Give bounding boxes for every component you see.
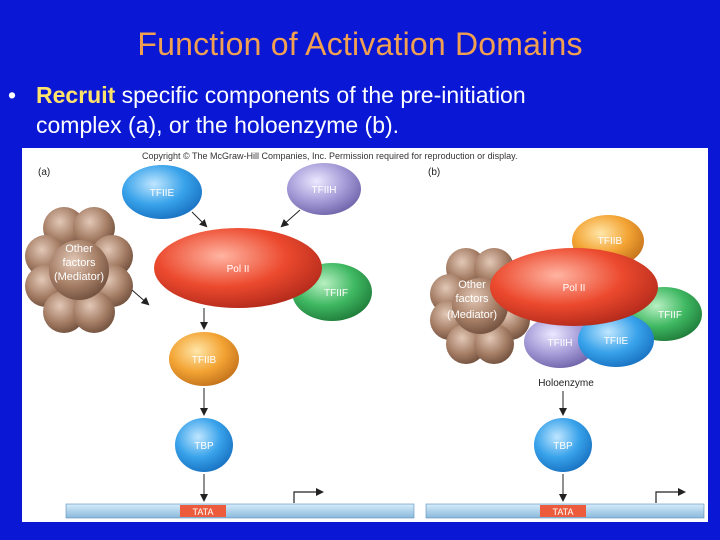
tfiih-subunit-a <box>287 163 361 215</box>
bullet-line-2: complex (a), or the holoenzyme (b). <box>36 112 400 138</box>
tata-label-b: TATA <box>553 507 574 517</box>
tata-box-a <box>180 505 226 517</box>
tbp-subunit-b <box>534 418 592 472</box>
slide-title: Function of Activation Domains <box>137 26 583 62</box>
mediator-a-line-2: factors <box>62 257 96 269</box>
bullet-marker: • <box>8 82 17 108</box>
figure-panel: Copyright © The McGraw-Hill Companies, I… <box>22 148 708 522</box>
arrow-mediator-to-pol2 <box>131 289 150 306</box>
copyright-notice: Copyright © The McGraw-Hill Companies, I… <box>142 151 517 161</box>
tbp-label-b: TBP <box>553 441 573 452</box>
tfiif-label-b: TFIIF <box>658 310 682 321</box>
dna-strand-a <box>65 503 415 519</box>
arrow-tfiih-to-pol2 <box>280 209 301 228</box>
transcription-start-arrow-a <box>293 488 324 503</box>
mediator-a-line-3: (Mediator) <box>54 271 104 283</box>
tata-label-a: TATA <box>193 507 214 517</box>
tbp-label-a: TBP <box>194 441 214 452</box>
bullet-text: Recruit specific components of the pre-i… <box>36 80 696 140</box>
transcription-start-arrow-b <box>655 488 686 503</box>
tfiih-label-a: TFIIH <box>312 185 337 196</box>
mediator-b-line-3: (Mediator) <box>447 309 497 321</box>
mediator-cluster-a <box>25 207 133 333</box>
tfiie-label-a: TFIIE <box>150 188 175 199</box>
mediator-b-line-1: Other <box>458 279 486 291</box>
tbp-subunit-a <box>175 418 233 472</box>
pol2-enzyme-a <box>154 228 322 308</box>
mediator-a-line-1: Other <box>65 243 93 255</box>
panel-b-label: (b) <box>428 167 440 178</box>
holoenzyme-label: Holoenzyme <box>538 378 594 389</box>
tfiie-subunit-a <box>122 165 202 219</box>
tfiih-label-b: TFIIH <box>548 338 573 349</box>
tfiib-label-a: TFIIB <box>192 355 217 366</box>
pol2-label-b: Pol II <box>563 283 586 294</box>
arrow-tfiie-to-pol2 <box>191 211 208 228</box>
tfiie-label-b: TFIIE <box>604 336 629 347</box>
tfiib-label-b: TFIIB <box>598 236 623 247</box>
mediator-b-line-2: factors <box>455 293 489 305</box>
tfiib-subunit-a <box>169 332 239 386</box>
pol2-label-a: Pol II <box>227 264 250 275</box>
tfiih-subunit-b <box>524 316 596 368</box>
panel-a-label: (a) <box>38 167 50 178</box>
bullet-bold-word: Recruit <box>36 82 116 108</box>
pol2-enzyme-b <box>490 248 658 326</box>
tfiif-label-a: TFIIF <box>324 288 348 299</box>
tata-box-b <box>540 505 586 517</box>
bullet-line-1: specific components of the pre-initiatio… <box>115 82 526 108</box>
tfiie-subunit-b <box>578 313 654 367</box>
